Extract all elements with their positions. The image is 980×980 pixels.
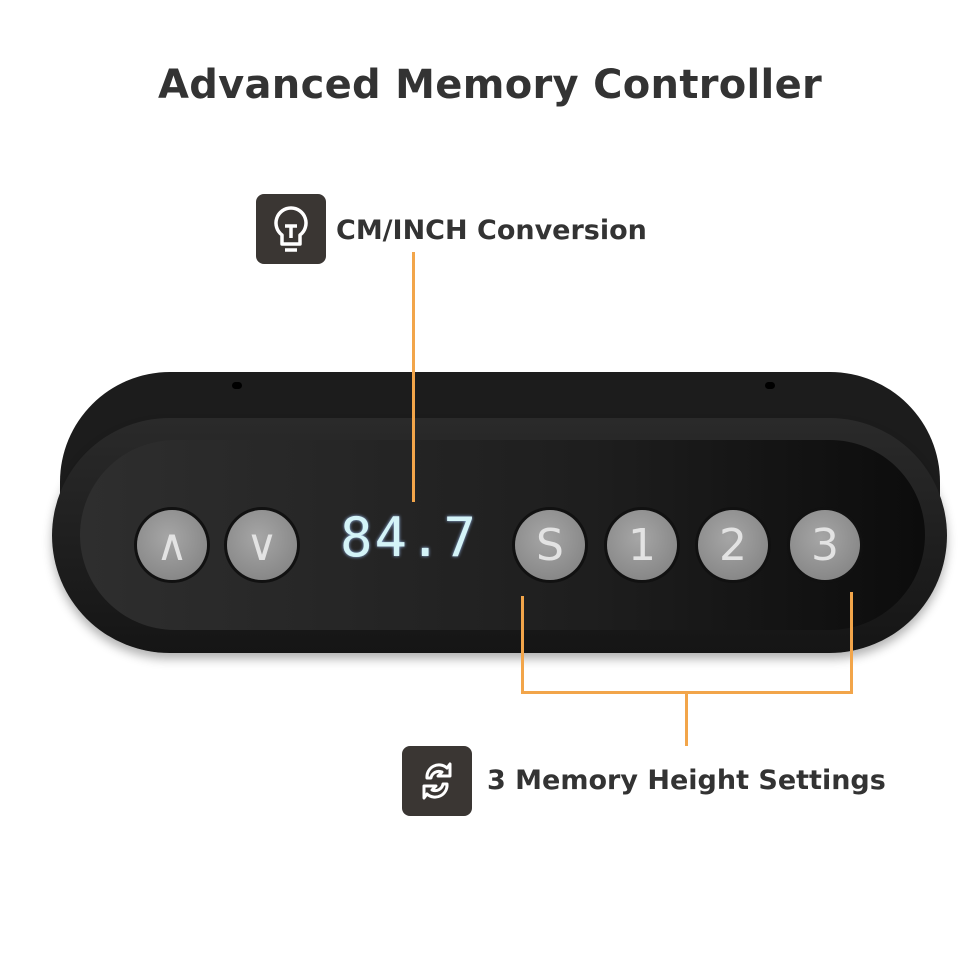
bracket-left	[521, 596, 524, 694]
screw-hole	[232, 382, 242, 389]
page-title: Advanced Memory Controller	[157, 62, 823, 108]
up-button[interactable]: ∧	[137, 510, 207, 580]
sync-icon-box	[402, 746, 472, 816]
screw-hole	[765, 382, 775, 389]
lightbulb-icon	[274, 206, 308, 252]
save-button[interactable]: S	[515, 510, 585, 580]
height-display: 84.7	[340, 506, 479, 569]
bracket-right	[850, 592, 853, 694]
callout-line	[412, 252, 415, 502]
sync-arrows-icon	[422, 762, 452, 800]
lightbulb-icon-box	[256, 194, 326, 264]
controller-panel	[80, 440, 925, 630]
memory-settings-label: 3 Memory Height Settings	[487, 765, 886, 796]
down-button[interactable]: ∨	[227, 510, 297, 580]
bracket-stem	[685, 691, 688, 746]
memory-1-button[interactable]: 1	[607, 510, 677, 580]
cm-inch-label: CM/INCH Conversion	[336, 215, 647, 246]
memory-3-button[interactable]: 3	[790, 510, 860, 580]
memory-2-button[interactable]: 2	[698, 510, 768, 580]
